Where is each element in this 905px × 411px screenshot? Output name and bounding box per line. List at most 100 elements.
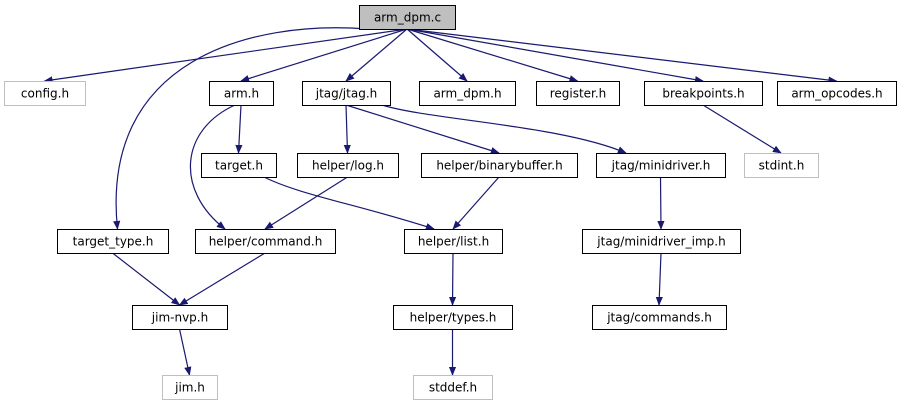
node-jtag-minidriver-h[interactable]: jtag/minidriver.h [596, 153, 726, 178]
node-box [536, 81, 620, 106]
node-helper-command-h[interactable]: helper/command.h [195, 229, 336, 254]
edge-arrow [43, 28, 408, 84]
edge-arrow [263, 176, 435, 230]
edge-arm-dpm-c-to-target-type-h [113, 27, 368, 230]
edge-arrow [702, 104, 782, 154]
node-box [209, 81, 274, 106]
edge-arrow [345, 28, 408, 82]
node-box [57, 229, 169, 254]
node-label: jtag/commands.h [606, 311, 712, 325]
edge-jtag-jtag-h-to-jtag-minidriver-h [381, 104, 627, 154]
node-target-type-h[interactable]: target_type.h [57, 229, 169, 254]
node-box [393, 305, 513, 330]
node-label: jim.h [174, 381, 205, 395]
node-label: helper/list.h [418, 235, 489, 249]
node-helper-log-h[interactable]: helper/log.h [297, 153, 399, 178]
node-box [582, 229, 741, 254]
edge-arrow [112, 252, 181, 306]
node-box [777, 81, 897, 106]
node-box [132, 305, 228, 330]
node-label: helper/command.h [209, 235, 323, 249]
edge-arrow [178, 252, 266, 306]
edge-arrow [345, 104, 500, 155]
node-helper-binarybuffer-h[interactable]: helper/binarybuffer.h [421, 153, 578, 178]
edge-helper-command-h-to-jim-nvp-h [178, 252, 266, 306]
node-breakpoints-h[interactable]: breakpoints.h [644, 81, 763, 106]
edge-arrow [264, 176, 348, 230]
edge-arrow [406, 28, 468, 82]
node-stddef-h: stddef.h [413, 375, 493, 400]
node-target-h[interactable]: target.h [201, 153, 277, 178]
edge-breakpoints-h-to-stdint-h [702, 104, 782, 154]
node-box [404, 229, 503, 254]
edge-arrow [452, 176, 500, 230]
node-label: jim-nvp.h [151, 311, 208, 325]
edge-arrow [406, 28, 579, 83]
node-label: helper/binarybuffer.h [436, 159, 562, 173]
edge-arrow [113, 27, 368, 230]
edge-jtag-minidriver-h-to-jtag-minidriver-imp-h [657, 176, 665, 230]
edge-arm-dpm-c-to-config-h [43, 28, 408, 84]
node-box [201, 153, 277, 178]
edges [43, 27, 838, 376]
node-box [297, 153, 399, 178]
node-arm-opcodes-h[interactable]: arm_opcodes.h [777, 81, 897, 106]
node-label: arm.h [224, 87, 259, 101]
node-label: helper/types.h [410, 311, 497, 325]
edge-jtag-jtag-h-to-helper-binarybuffer-h [345, 104, 500, 155]
node-jtag-minidriver-imp-h[interactable]: jtag/minidriver_imp.h [582, 229, 741, 254]
node-label: jtag/jtag.h [315, 87, 377, 101]
node-label: target_type.h [73, 235, 154, 249]
node-box [644, 81, 763, 106]
node-jtag-jtag-h[interactable]: jtag/jtag.h [302, 81, 391, 106]
edge-helper-log-h-to-helper-command-h [264, 176, 348, 230]
edge-arrow [406, 28, 704, 84]
edge-arm-h-to-target-h [235, 104, 243, 154]
node-label: arm_opcodes.h [791, 87, 882, 101]
node-arm-h[interactable]: arm.h [209, 81, 274, 106]
edge-arm-dpm-c-to-register-h [406, 28, 579, 83]
node-jim-h: jim.h [162, 375, 218, 400]
edge-arrow [381, 104, 627, 154]
node-config-h: config.h [4, 81, 86, 106]
node-box [302, 81, 391, 106]
node-register-h[interactable]: register.h [536, 81, 620, 106]
node-box [421, 153, 578, 178]
edge-arm-dpm-c-to-arm-opcodes-h [406, 28, 838, 84]
edge-arm-h-to-helper-command-h [190, 104, 236, 230]
edge-arrow [178, 328, 192, 376]
nodes: arm_dpm.c config.h arm.h jtag/jtag.h arm_dpm… [4, 5, 897, 400]
edge-arm-dpm-c-to-jtag-jtag-h [345, 28, 408, 82]
node-label: stddef.h [429, 381, 477, 395]
node-jtag-commands-h[interactable]: jtag/commands.h [592, 305, 727, 330]
node-helper-list-h[interactable]: helper/list.h [404, 229, 503, 254]
node-box [596, 153, 726, 178]
edge-jtag-minidriver-imp-h-to-jtag-commands-h [655, 252, 663, 306]
node-box [413, 375, 493, 400]
edge-helper-binarybuffer-h-to-helper-list-h [452, 176, 500, 230]
node-box [744, 153, 819, 178]
node-box [592, 305, 727, 330]
node-label: arm_dpm.h [433, 87, 501, 101]
edge-jim-nvp-h-to-jim-h [178, 328, 192, 376]
edge-arm-dpm-c-to-breakpoints-h [406, 28, 704, 84]
edge-helper-list-h-to-helper-types-h [448, 252, 457, 306]
edge-arrow [240, 28, 408, 83]
node-box [195, 229, 336, 254]
node-jim-nvp-h[interactable]: jim-nvp.h [132, 305, 228, 330]
node-box [4, 81, 86, 106]
node-label: register.h [550, 87, 607, 101]
node-arm-dpm-h[interactable]: arm_dpm.h [419, 81, 516, 106]
edge-target-type-h-to-jim-nvp-h [112, 252, 181, 306]
node-arm-dpm-c[interactable]: arm_dpm.c [359, 5, 456, 30]
edge-arrow [343, 104, 351, 154]
node-label: arm_dpm.c [374, 11, 441, 25]
node-helper-types-h[interactable]: helper/types.h [393, 305, 513, 330]
edge-arrow [235, 104, 243, 154]
edge-arm-dpm-c-to-arm-dpm-h [406, 28, 468, 82]
node-label: jtag/minidriver_imp.h [596, 235, 725, 249]
node-label: helper/log.h [312, 159, 384, 173]
node-label: breakpoints.h [662, 87, 744, 101]
edge-jtag-jtag-h-to-helper-log-h [343, 104, 351, 154]
